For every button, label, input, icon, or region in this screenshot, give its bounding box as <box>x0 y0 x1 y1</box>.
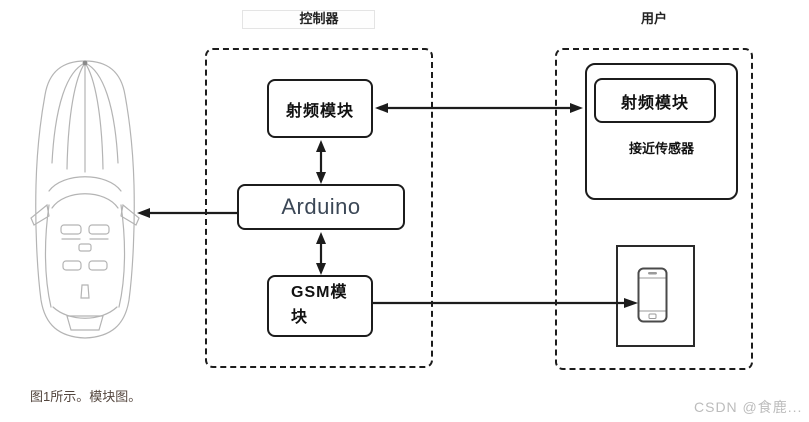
controller-rf-module-box: 射频模块 <box>267 79 373 138</box>
controller-section-title: 控制器 <box>299 11 339 26</box>
controller-rf-module-label: 射频模块 <box>285 102 354 120</box>
user-rf-module-label: 射频模块 <box>620 94 689 112</box>
controller-title-highlight <box>242 10 375 29</box>
gsm-phone-arrow <box>373 298 638 308</box>
user-group-box <box>555 48 753 370</box>
rf-arduino-arrow <box>316 140 326 184</box>
gsm-module-label: GSM模块 <box>291 284 348 326</box>
csdn-watermark: CSDN @食鹿... <box>694 399 803 415</box>
proximity-sensor-label: 接近传感器 <box>628 141 694 156</box>
arduino-car-arrow <box>137 208 238 218</box>
controller-group-box <box>205 48 433 368</box>
rf-link-arrow <box>375 103 583 113</box>
figure-caption: 图1所示。模块图。 <box>30 389 142 404</box>
smartphone-icon <box>637 267 668 323</box>
car-icon <box>30 60 140 339</box>
arduino-gsm-arrow <box>316 232 326 275</box>
arduino-box: Arduino <box>237 184 405 230</box>
gsm-module-box: GSM模块 <box>267 275 373 337</box>
arduino-label: Arduino <box>281 194 361 219</box>
user-section-title: 用户 <box>640 11 667 26</box>
user-rf-module-box: 射频模块 <box>594 78 716 123</box>
